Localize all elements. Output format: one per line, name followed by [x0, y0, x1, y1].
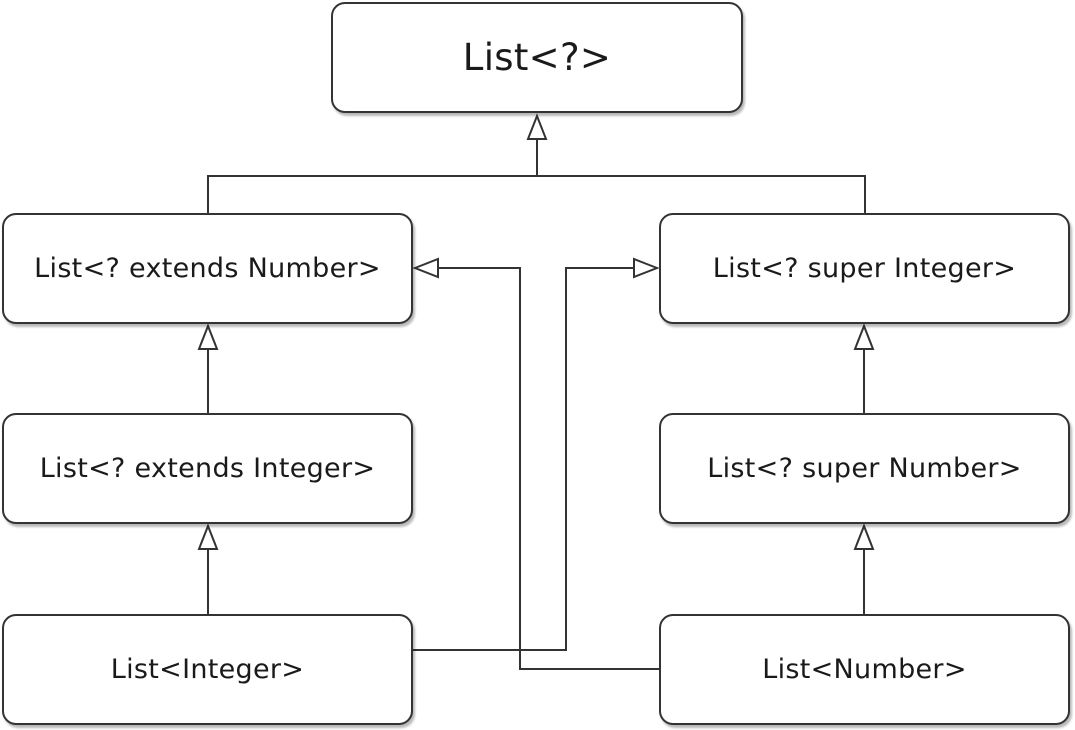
edge-integer-to-super-integer: [413, 267, 634, 651]
node-list-number: List<Number>: [659, 614, 1070, 725]
node-list-extends-number: List<? extends Number>: [2, 213, 413, 324]
node-list-extends-integer: List<? extends Integer>: [2, 413, 413, 524]
arrowhead-super-number: [853, 523, 875, 550]
arrowhead-super-integer-side: [633, 257, 660, 279]
edge-super-integer-to-root: [537, 175, 866, 213]
edge-extends-number-to-root: [207, 140, 538, 213]
node-list-super-integer: List<? super Integer>: [659, 213, 1070, 324]
node-list-integer: List<Integer>: [2, 614, 413, 725]
edge-number-to-extends-number: [438, 267, 659, 670]
node-list-super-number: List<? super Number>: [659, 413, 1070, 524]
arrowhead-extends-number: [197, 323, 219, 350]
arrowhead-super-integer: [853, 323, 875, 350]
arrowhead-extends-number-side: [412, 257, 439, 279]
arrowhead-extends-integer: [197, 523, 219, 550]
node-list-wildcard: List<?>: [331, 2, 743, 113]
arrowhead-root: [526, 113, 548, 140]
